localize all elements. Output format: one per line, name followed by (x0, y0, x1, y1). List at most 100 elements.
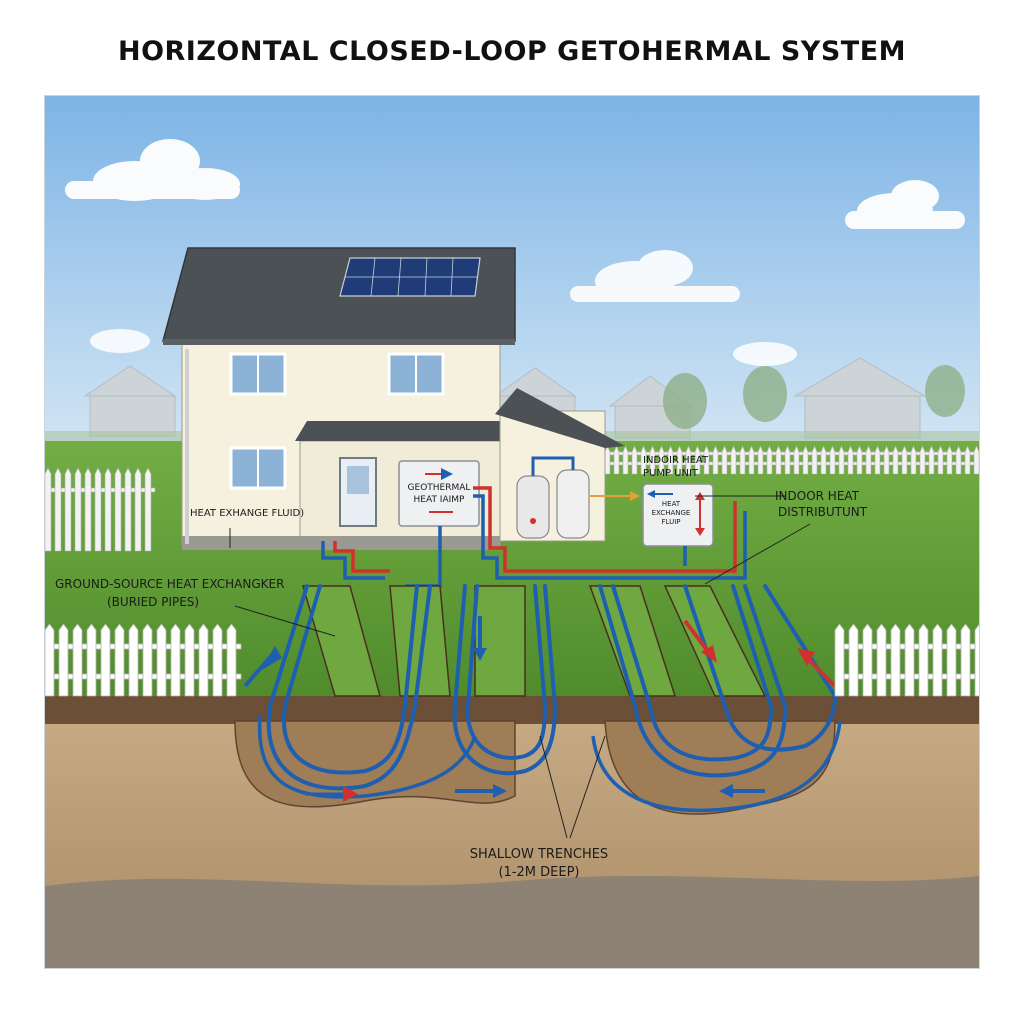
fence-picket (721, 445, 728, 475)
solar-panel (339, 257, 481, 297)
fence-picket (883, 445, 890, 475)
fence-picket (901, 445, 908, 475)
fence-picket (114, 623, 125, 697)
fence-picket (64, 467, 72, 552)
fence-picket (86, 623, 97, 697)
arrow-bottom-mid (493, 784, 507, 798)
label-trenches-line1: SHALLOW TRENCHES (470, 847, 608, 862)
fence-picket (631, 445, 638, 475)
fence-picket (784, 445, 791, 475)
fence-picket (834, 623, 845, 697)
fence-picket (829, 445, 836, 475)
fence-picket (676, 445, 683, 475)
fence-picket (712, 445, 719, 475)
fence-picket (184, 623, 195, 697)
fence-picket (739, 445, 746, 475)
unit-text-line3: FLUIP (662, 518, 681, 526)
fence-picket (640, 445, 647, 475)
trench-strips (302, 585, 767, 697)
fence-picket (58, 623, 69, 697)
fence-picket (94, 467, 102, 552)
fence-picket (622, 445, 629, 475)
fence-picket (848, 623, 859, 697)
fence-picket (748, 445, 755, 475)
fence-picket (793, 445, 800, 475)
leader-lines (229, 495, 811, 839)
fence-picket (865, 445, 872, 475)
fence-picket (128, 623, 139, 697)
fence-picket (658, 445, 665, 475)
fence-picket (100, 623, 111, 697)
flow-arrows (243, 616, 837, 802)
fence-picket (124, 467, 132, 552)
topsoil-band (45, 696, 979, 724)
ground-loop-pipes-deep (257, 715, 842, 813)
heat-pump-label-line2: HEAT IAIMP (414, 495, 466, 505)
fence-picket (946, 623, 957, 697)
fence-picket (134, 467, 142, 552)
fence-front-right (834, 623, 979, 697)
fence-picket (802, 445, 809, 475)
fence-front-left (45, 623, 242, 697)
fence-picket (918, 623, 929, 697)
arrow-down-mid (473, 648, 487, 661)
label-trenches-line2: (1-2M DEEP) (498, 865, 579, 880)
fence-picket (104, 467, 112, 552)
fence-picket (45, 623, 55, 697)
water-tanks (516, 456, 590, 539)
cloud-small (90, 329, 797, 366)
label-exchanger-line1: GROUND-SOURCE HEAT EXCHANGKER (55, 577, 284, 591)
fence-picket (811, 445, 818, 475)
fence-picket (876, 623, 887, 697)
fence-picket (856, 445, 863, 475)
fence-picket (847, 445, 854, 475)
fence-picket (757, 445, 764, 475)
fence-picket (703, 445, 710, 475)
label-heat-exchange-fluid: HEAT EXHANGE FLUID) (190, 508, 304, 519)
indoor-heat-pump-unit: HEAT EXCHANGE FLUIP (642, 483, 714, 547)
arrow-bottom-right (719, 784, 733, 798)
trench-pocket-left (234, 720, 516, 808)
fence-picket (937, 445, 944, 475)
fence-picket (964, 445, 971, 475)
fence-picket (892, 445, 899, 475)
fence-back-right (604, 445, 979, 475)
fence-picket (973, 445, 979, 475)
fence-picket (946, 445, 953, 475)
fence-picket (198, 623, 209, 697)
fence-picket (45, 467, 52, 552)
fence-picket (142, 623, 153, 697)
fence-picket (862, 623, 873, 697)
fence-picket (226, 623, 237, 697)
label-exchanger-line2: (BURIED PIPES) (107, 595, 199, 609)
fence-picket (144, 467, 152, 552)
label-indoor-heat-pump-line2: PUMP UNIT (643, 468, 699, 479)
arrow-down-red (701, 645, 717, 663)
fence-picket (685, 445, 692, 475)
arrow-bottom-red (343, 786, 358, 802)
unit-text-line1: HEAT (662, 500, 681, 508)
fence-picket (694, 445, 701, 475)
fence-picket (170, 623, 181, 697)
fence-picket (775, 445, 782, 475)
arrow-up-right-red (797, 648, 815, 666)
fence-picket (838, 445, 845, 475)
fence-picket (766, 445, 773, 475)
cloud-right (845, 180, 965, 229)
fence-picket (212, 623, 223, 697)
heat-pump-label-line1: GEOTHERMAL (408, 483, 471, 493)
fence-picket (974, 623, 979, 697)
diagram-title: HORIZONTAL CLOSED-LOOP GETOHERMAL SYSTEM (117, 36, 907, 67)
fence-picket (904, 623, 915, 697)
fence-picket (54, 467, 62, 552)
geothermal-scene: GEOTHERMAL HEAT IAIMP HEAT EXCHANGE FLUI… (44, 95, 980, 969)
fence-picket (730, 445, 737, 475)
fence-picket (820, 445, 827, 475)
fence-picket (114, 467, 122, 552)
fence-picket (919, 445, 926, 475)
fence-picket (72, 623, 83, 697)
fence-picket (932, 623, 943, 697)
fence-picket (667, 445, 674, 475)
cloud-left (65, 139, 240, 201)
fence-picket (890, 623, 901, 697)
